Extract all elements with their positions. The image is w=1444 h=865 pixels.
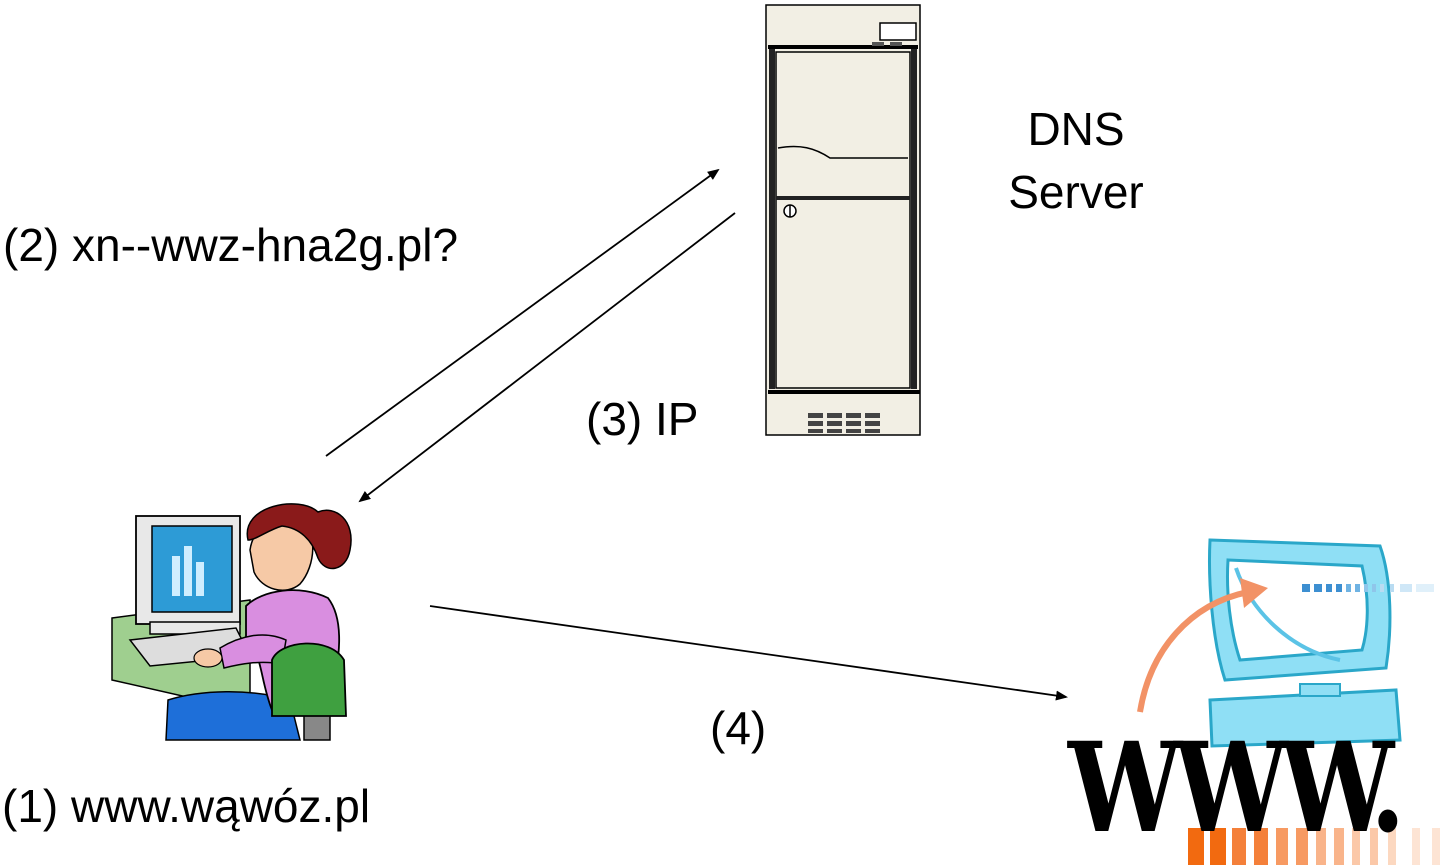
dns-server-label-line2: Server — [1008, 166, 1144, 218]
step3-ip-label: (3) IP — [586, 393, 699, 445]
step1-domain-label: (1) www.wąwóz.pl — [2, 780, 371, 832]
dns-server-label: DNS Server — [1000, 98, 1152, 224]
server-tower-icon — [765, 4, 921, 436]
arrow-connect — [429, 605, 1068, 701]
arrow-query — [325, 168, 720, 457]
step4-label: (4) — [710, 702, 767, 754]
arrow-response — [358, 212, 736, 503]
dns-server-label-line1: DNS — [1027, 103, 1125, 155]
woman-at-computer-icon — [111, 503, 352, 741]
step2-query-label: (2) xn--wwz-hna2g.pl? — [3, 219, 459, 271]
www-computer-icon — [1137, 538, 1440, 865]
www-logo-text: WWW. — [1068, 716, 1406, 861]
